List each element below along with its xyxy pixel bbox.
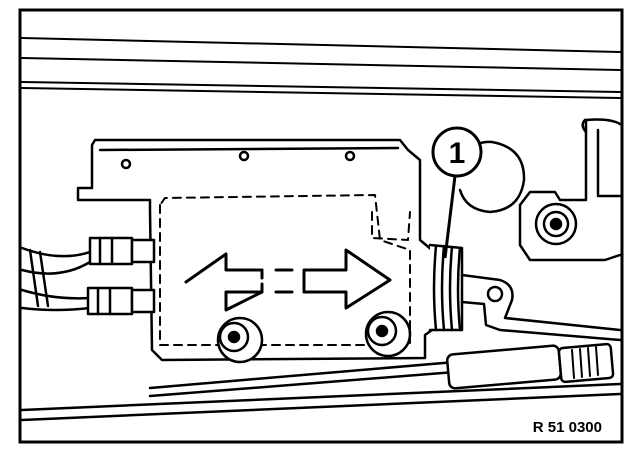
arrow-right: [302, 248, 392, 310]
callout-1-circle: [431, 126, 483, 178]
wiring-harness: [20, 246, 92, 312]
motion-arrows: [184, 248, 392, 312]
control-rod: [148, 342, 615, 398]
plate-screw-right: [364, 310, 412, 358]
callout-1-leader: [443, 175, 457, 259]
callout-1-label: 1: [449, 137, 466, 170]
latch-bracket: [518, 118, 622, 262]
wire-connector-upper: [88, 236, 156, 266]
door-lower-edge: [20, 382, 622, 422]
bracket-screw: [534, 202, 578, 246]
wire-connector-lower: [86, 286, 156, 316]
plate-screw-left: [216, 316, 264, 364]
hidden-housing-outline: [159, 194, 411, 346]
callout-1: 1: [431, 126, 483, 259]
linkage-arm: [460, 273, 622, 342]
arrow-left: [184, 252, 264, 312]
reference-code: R 51 0300: [533, 419, 602, 436]
door-panel-edge: [21, 37, 621, 99]
